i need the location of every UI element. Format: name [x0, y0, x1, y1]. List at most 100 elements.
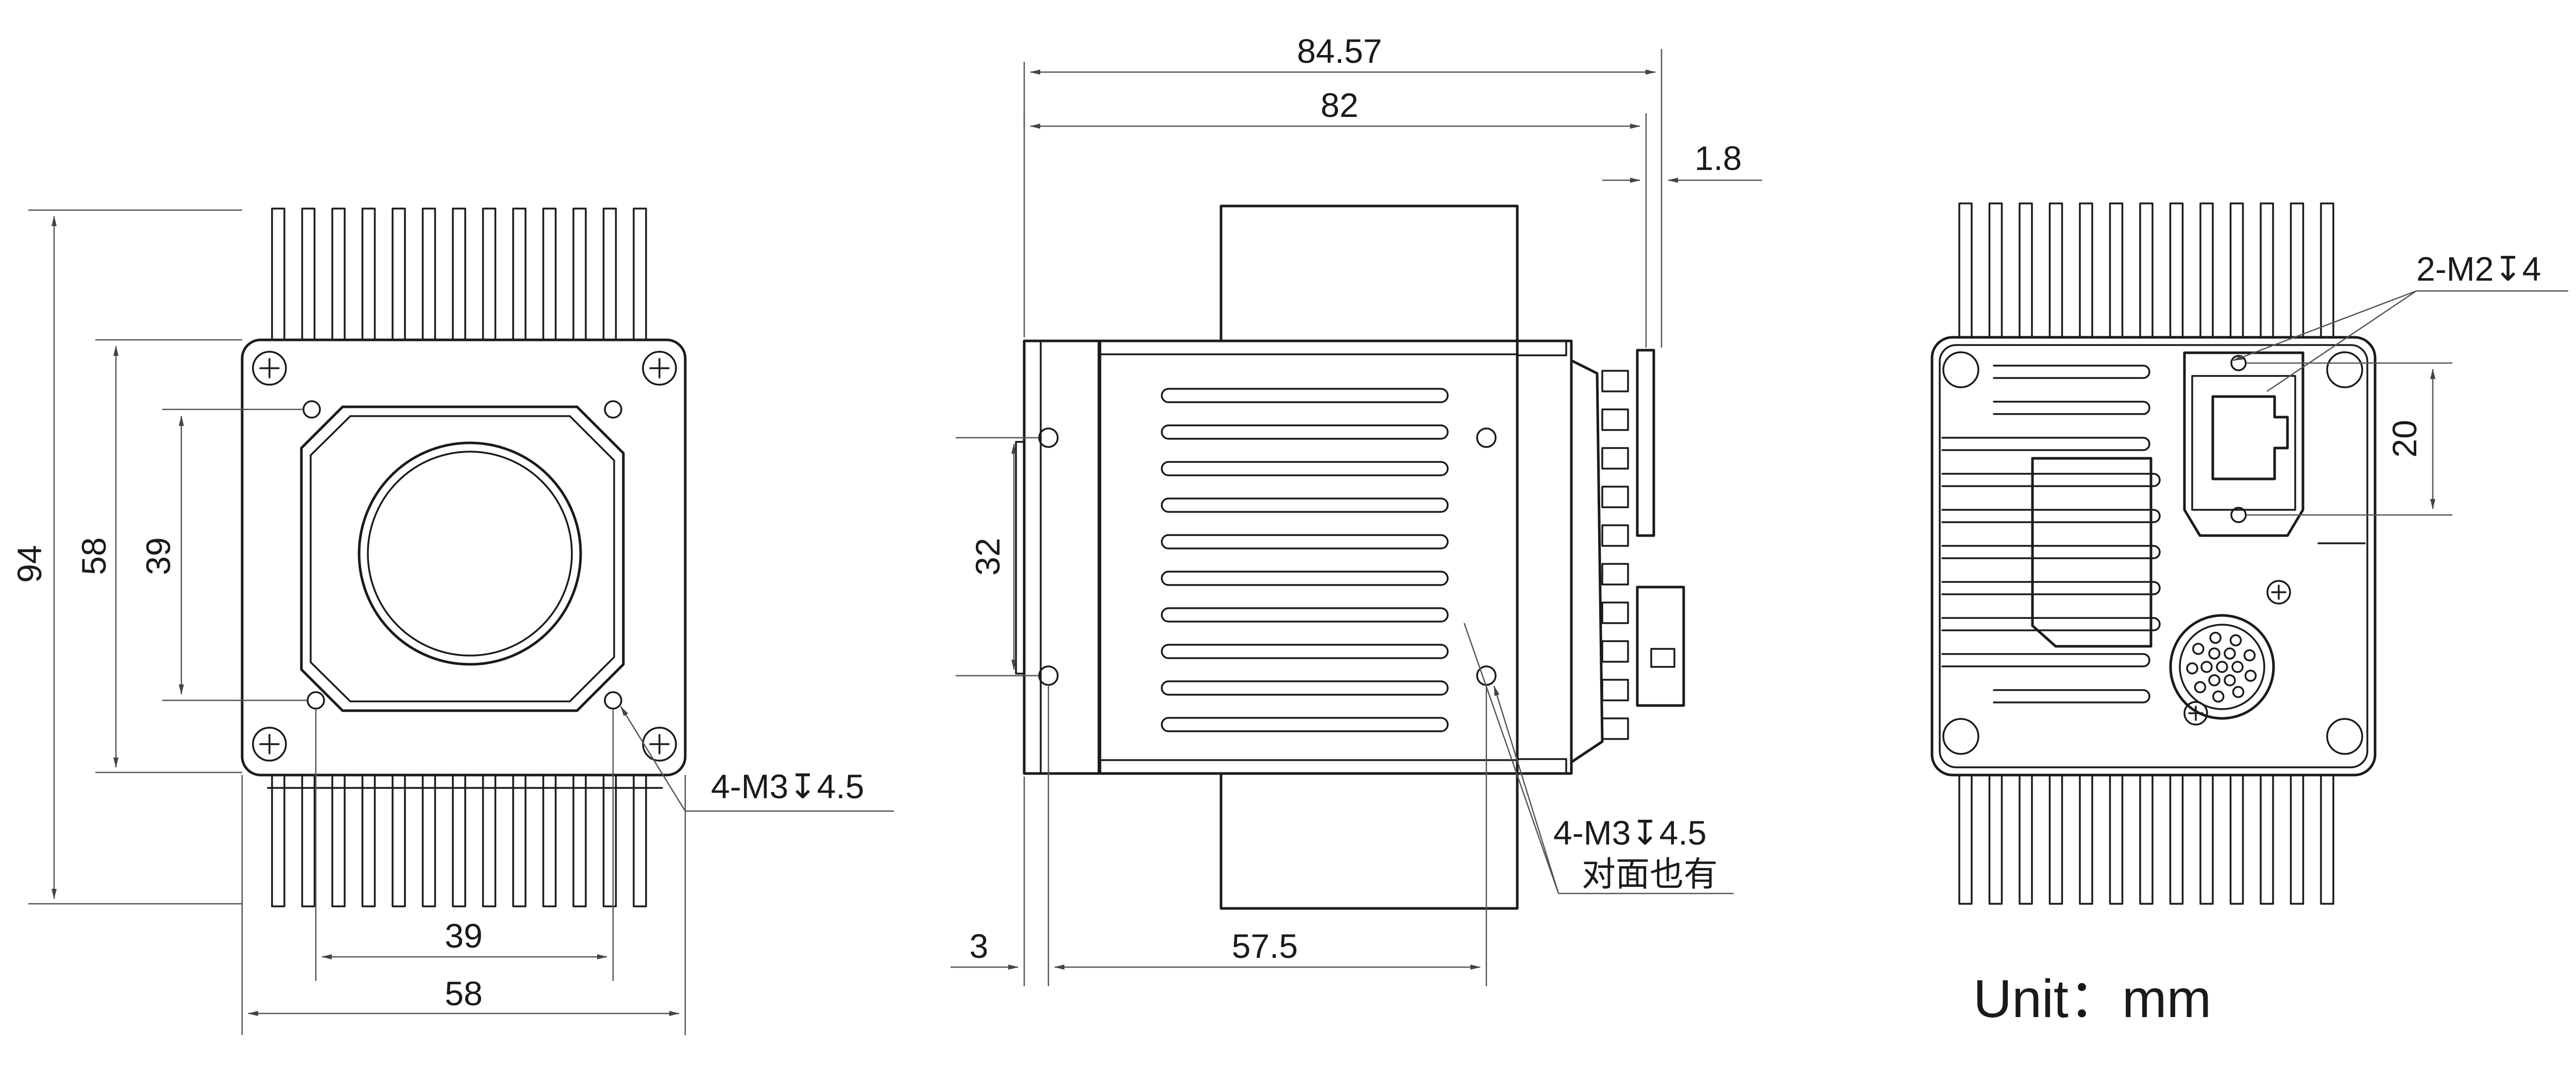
- heatsink-fin: [271, 774, 285, 907]
- side-m3-holes: [1038, 427, 1497, 686]
- side-rj45-housing: [1636, 349, 1655, 537]
- side-dim-hole-vertical: 32: [969, 538, 1007, 575]
- side-front-flange: [1023, 339, 1100, 775]
- vent-slot: [1161, 717, 1449, 732]
- heatsink-fin: [2229, 774, 2244, 905]
- heatsink-fin: [2079, 202, 2093, 338]
- screw-cross-icon: [2266, 580, 2291, 605]
- heatsink-fin: [482, 774, 497, 907]
- heatsink-fin: [602, 774, 617, 907]
- heatsink-fin: [392, 208, 406, 341]
- rear-io-connector-outer: [2169, 614, 2275, 720]
- rear-fin: [1601, 601, 1629, 624]
- vent-slot: [1161, 607, 1449, 623]
- heatsink-fin: [512, 774, 527, 907]
- front-dim-width-holes: 39: [445, 917, 482, 955]
- heatsink-fin: [542, 208, 557, 341]
- rear-fin: [1601, 486, 1629, 508]
- front-corner-screws: [252, 351, 677, 762]
- vent-slot: [1161, 571, 1449, 586]
- rear-fin: [1601, 717, 1629, 740]
- front-lens-inner: [367, 451, 573, 657]
- side-rear-fins: [1601, 370, 1629, 740]
- fin-slot: [1993, 401, 2150, 415]
- side-view: 84.57 82 1.8 32 3 57.5 4-M3↧4.5 对面也有: [951, 32, 1762, 986]
- side-rear-profile: [1570, 359, 1604, 764]
- screw-cross-icon: [2183, 701, 2208, 726]
- fin-slot: [1941, 617, 2161, 631]
- heatsink-fin: [1958, 202, 1973, 338]
- side-io-latch: [1650, 648, 1675, 668]
- heatsink-fin: [572, 774, 587, 907]
- vent-slot: [1161, 461, 1449, 476]
- side-rear-flange-bottom: [1516, 758, 1567, 775]
- fin-slot: [1941, 545, 2161, 559]
- side-vent-slots: [1161, 388, 1449, 732]
- rear-fin: [1601, 679, 1629, 701]
- heatsink-fin: [361, 208, 376, 341]
- vent-slot: [1161, 424, 1449, 440]
- side-io-connector: [1636, 586, 1685, 707]
- heatsink-fin: [2169, 774, 2184, 905]
- fin-slot: [1941, 653, 2150, 667]
- rear-body-plate: [1930, 336, 2377, 777]
- front-dim-height-total: 94: [10, 545, 48, 582]
- fin-slot: [1993, 365, 2150, 379]
- heatsink-fin: [1988, 202, 2003, 338]
- rear-view: 2-M2↧4 20: [1930, 202, 2568, 905]
- heatsink-fin: [2320, 202, 2334, 338]
- rear-corner-holes: [1942, 351, 2363, 755]
- front-bottom-heatsink: [267, 774, 663, 907]
- heatsink-fin: [482, 208, 497, 341]
- fin-slot: [1993, 689, 2150, 703]
- front-hole-callout: 4-M3↧4.5: [711, 767, 864, 805]
- side-rear-plate: [1516, 339, 1573, 775]
- heatsink-fin: [2260, 202, 2274, 338]
- heatsink-fin: [2139, 774, 2154, 905]
- side-dim-length-total: 84.57: [1297, 32, 1382, 70]
- screw-cross-icon: [259, 358, 670, 754]
- heatsink-fin: [2290, 774, 2304, 905]
- heatsink-fin: [633, 208, 647, 341]
- rear-bottom-heatsink: [1958, 774, 2334, 905]
- heatsink-fin: [421, 208, 436, 341]
- unit-label: Unit：mm: [1973, 969, 2211, 1029]
- heatsink-fin: [633, 774, 647, 907]
- front-view: 94 58 39 39 58 4-M3↧4.5: [10, 208, 894, 1035]
- heatsink-fin: [421, 774, 436, 907]
- heatsink-fin: [2019, 202, 2033, 338]
- front-dim-width-body: 58: [445, 974, 482, 1012]
- fin-slot: [1941, 473, 2161, 487]
- fin-slot: [1941, 581, 2161, 595]
- rj45-port-icon: [2211, 395, 2289, 480]
- front-top-heatsink: [271, 208, 647, 341]
- side-heatsink-top: [1219, 204, 1519, 342]
- vent-slot: [1161, 388, 1449, 403]
- rear-fin: [1601, 563, 1629, 586]
- heatsink-fin: [331, 208, 346, 341]
- heatsink-fin: [392, 774, 406, 907]
- heatsink-fin: [301, 774, 316, 907]
- side-heatsink-bottom: [1219, 772, 1519, 910]
- heatsink-fin: [331, 774, 346, 907]
- side-dim-front-offset: 3: [970, 927, 989, 965]
- front-m3-holes: [302, 400, 622, 710]
- side-dim-length-body: 82: [1320, 86, 1358, 124]
- rear-fin: [1601, 640, 1629, 663]
- rear-rj45-frame: [2183, 351, 2304, 537]
- heatsink-fin: [2229, 202, 2244, 338]
- heatsink-fin: [1988, 774, 2003, 905]
- heatsink-fin: [2109, 774, 2124, 905]
- heatsink-fin: [572, 208, 587, 341]
- rear-fin-slots: [1941, 365, 2161, 703]
- front-dim-height-body: 58: [75, 537, 113, 575]
- heatsink-fin: [2019, 774, 2033, 905]
- heatsink-fin: [452, 774, 466, 907]
- side-hole-callout: 4-M3↧4.5: [1553, 814, 1706, 852]
- side-main-body: [1098, 339, 1519, 775]
- heatsink-fin: [271, 208, 285, 341]
- heatsink-fin: [1958, 774, 1973, 905]
- heatsink-fin: [2079, 774, 2093, 905]
- heatsink-fin: [2260, 774, 2274, 905]
